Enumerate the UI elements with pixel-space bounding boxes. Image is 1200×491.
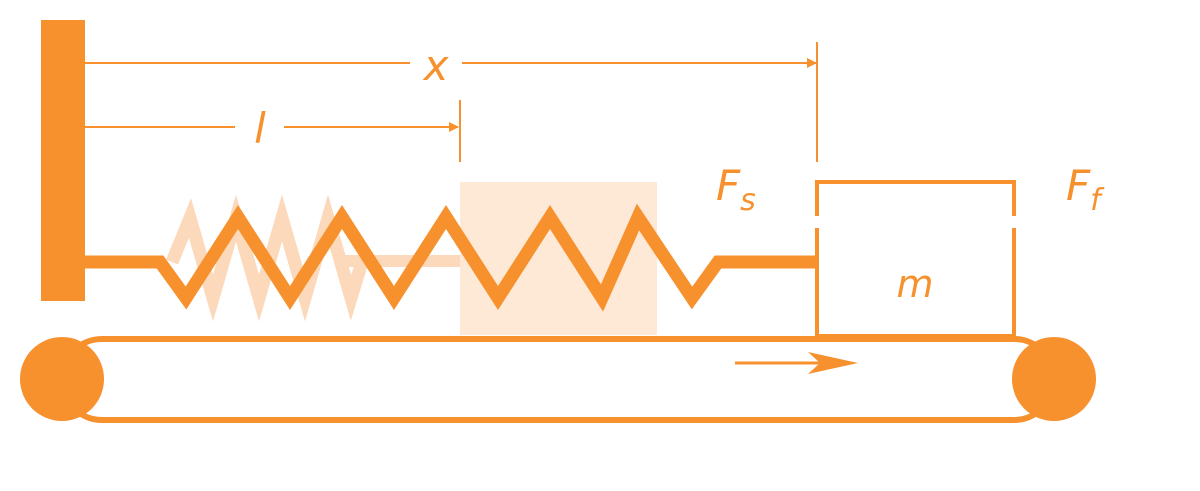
mass-block-bottom <box>815 228 1016 338</box>
wall <box>41 20 85 301</box>
spring-force-subscript: s <box>740 183 756 218</box>
mass-block: m <box>815 180 1016 338</box>
mass-block-left-top <box>815 180 1016 216</box>
spring-coil <box>85 203 817 312</box>
dimension-x-label: x <box>422 41 450 90</box>
spring-force-symbol: F <box>716 161 741 210</box>
ghost-block <box>460 182 657 335</box>
dimension-l: l <box>85 100 461 162</box>
belt-motion-arrowhead <box>808 352 858 374</box>
mass-label: m <box>896 262 933 306</box>
left-roller <box>20 337 104 421</box>
right-roller <box>1012 337 1096 421</box>
spring-force-label: Fs <box>716 161 756 218</box>
belt-band <box>59 336 1057 423</box>
spring <box>85 203 817 312</box>
dimension-l-label: l <box>254 104 266 153</box>
friction-force-label: Ff <box>1066 161 1105 218</box>
dimension-x: x <box>85 41 818 162</box>
friction-force-subscript: f <box>1090 183 1105 218</box>
friction-force-symbol: F <box>1066 161 1091 210</box>
conveyor-belt <box>20 336 1096 423</box>
